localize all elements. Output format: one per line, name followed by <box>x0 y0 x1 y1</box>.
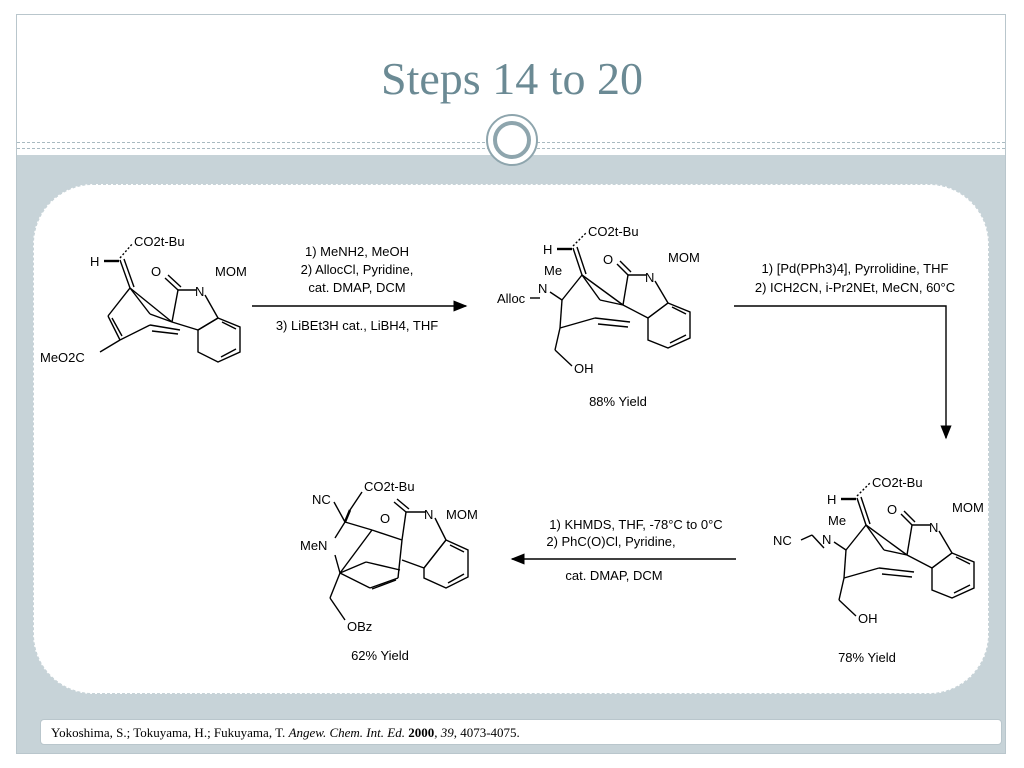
label-mom: MOM <box>446 507 478 522</box>
label-n-amine: N <box>538 281 547 296</box>
slide-frame <box>16 14 1006 754</box>
molecule-product2-labels: CO2t-Bu H Me O N MOM NC N OH 78% Yield <box>773 475 984 665</box>
label-o: O <box>603 252 613 267</box>
ring-ornament <box>486 114 538 166</box>
citation-year: 2000 <box>408 725 435 740</box>
label-alloc: Alloc <box>497 291 526 306</box>
molecule-product3 <box>329 491 469 621</box>
condition-line: 1) KHMDS, THF, -78°C to 0°C <box>549 517 722 532</box>
label-n: N <box>424 507 433 522</box>
label-mom: MOM <box>668 250 700 265</box>
label-h: H <box>90 254 99 269</box>
label-o: O <box>151 264 161 279</box>
molecule-start <box>99 242 241 363</box>
slide-title: Steps 14 to 20 <box>381 53 643 104</box>
label-h: H <box>827 492 836 507</box>
yield-label: 78% Yield <box>838 650 896 665</box>
label-o: O <box>380 511 390 526</box>
label-n-amine: N <box>822 532 831 547</box>
scheme-card <box>33 184 989 694</box>
citation-volume: 39 <box>440 725 454 740</box>
condition-line: 2) PhC(O)Cl, Pyridine, <box>546 534 675 549</box>
yield-label: 88% Yield <box>589 394 647 409</box>
molecule-product2 <box>800 482 975 617</box>
conditions-1: 1) MeNH2, MeOH 2) AllocCl, Pyridine, cat… <box>276 244 438 333</box>
condition-line: 1) MeNH2, MeOH <box>305 244 409 259</box>
molecule-start-labels: CO2t-Bu H O N MOM MeO2C <box>40 234 247 365</box>
label-h: H <box>543 242 552 257</box>
conditions-2: 1) [Pd(PPh3)4], Pyrrolidine, THF 2) ICH2… <box>755 261 955 295</box>
condition-line: 2) AllocCl, Pyridine, <box>301 262 414 277</box>
molecule-product3-labels: CO2t-Bu NC O N MOM MeN OBz 62% Yield <box>300 479 478 663</box>
label-nc: NC <box>312 492 331 507</box>
condition-line: 3) LiBEt3H cat., LiBH4, THF <box>276 318 438 333</box>
condition-line: 1) [Pd(PPh3)4], Pyrrolidine, THF <box>762 261 949 276</box>
label-o: O <box>887 502 897 517</box>
label-n: N <box>195 284 204 299</box>
citation-authors: Yokoshima, S.; Tokuyama, H.; Fukuyama, T… <box>51 725 286 740</box>
label-co2tbu: CO2t-Bu <box>134 234 185 249</box>
conditions-3: 1) KHMDS, THF, -78°C to 0°C 2) PhC(O)Cl,… <box>546 517 722 583</box>
molecule-product1-labels: CO2t-Bu H Me O N MOM Alloc N OH 88% Yiel… <box>497 224 700 409</box>
label-mom: MOM <box>952 500 984 515</box>
label-oh: OH <box>574 361 594 376</box>
label-me: Me <box>544 263 562 278</box>
reaction-arrow-2 <box>734 305 952 440</box>
citation-text: Yokoshima, S.; Tokuyama, H.; Fukuyama, T… <box>51 725 520 740</box>
label-men: MeN <box>300 538 327 553</box>
citation-pages: 4073-4075. <box>460 725 520 740</box>
condition-line: cat. DMAP, DCM <box>565 568 662 583</box>
label-nc: NC <box>773 533 792 548</box>
label-meo2c: MeO2C <box>40 350 85 365</box>
citation-box: Yokoshima, S.; Tokuyama, H.; Fukuyama, T… <box>40 719 1002 745</box>
label-obz: OBz <box>347 619 372 634</box>
molecule-product1 <box>530 232 691 367</box>
citation-journal: Angew. Chem. Int. Ed. <box>288 725 405 740</box>
yield-label: 62% Yield <box>351 648 409 663</box>
label-me: Me <box>828 513 846 528</box>
label-oh: OH <box>858 611 878 626</box>
label-co2tbu: CO2t-Bu <box>364 479 415 494</box>
label-co2tbu: CO2t-Bu <box>872 475 923 490</box>
label-co2tbu: CO2t-Bu <box>588 224 639 239</box>
condition-line: cat. DMAP, DCM <box>308 280 405 295</box>
condition-line: 2) ICH2CN, i-Pr2NEt, MeCN, 60°C <box>755 280 955 295</box>
label-mom: MOM <box>215 264 247 279</box>
label-n: N <box>929 520 938 535</box>
label-n: N <box>645 270 654 285</box>
